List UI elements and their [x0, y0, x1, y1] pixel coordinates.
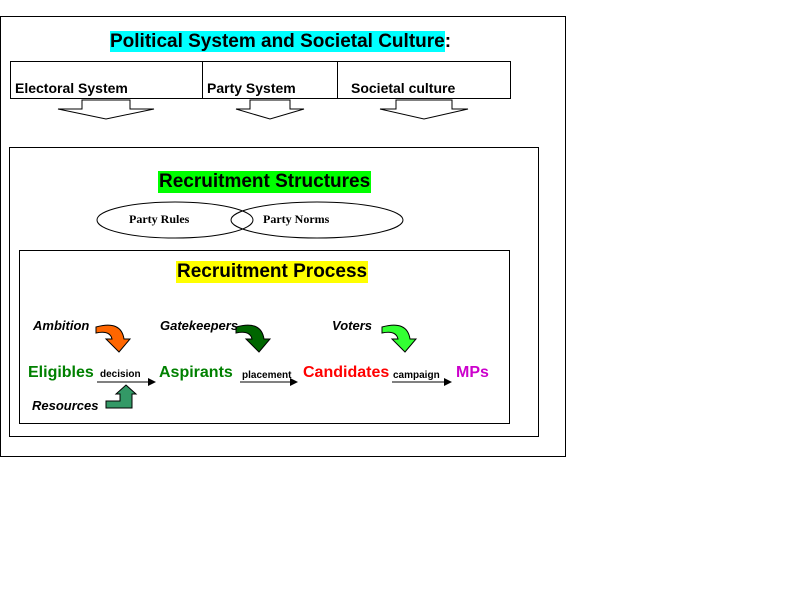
party-norms-label: Party Norms [263, 212, 330, 226]
structures-title: Recruitment Structures [158, 171, 372, 193]
electoral-system-label: Electoral System [15, 80, 128, 96]
societal-culture-box: Societal culture [337, 61, 511, 99]
decision-arrowhead [148, 378, 156, 386]
societal-culture-label: Societal culture [351, 80, 456, 96]
gatekeepers-curved-arrow [235, 324, 272, 353]
diagram-title: Political System and Societal Culture: [110, 31, 451, 53]
party-system-label: Party System [207, 80, 296, 96]
voters-label: Voters [332, 318, 372, 333]
placement-label: placement [242, 370, 292, 381]
culture-down-arrow [379, 99, 469, 120]
candidates-stage: Candidates [303, 364, 390, 381]
outer-frame [0, 16, 566, 457]
ambition-curved-arrow [95, 324, 132, 353]
voters-curved-arrow [381, 324, 418, 353]
resources-label: Resources [32, 398, 99, 413]
campaign-label: campaign [393, 370, 440, 381]
gatekeepers-label: Gatekeepers [160, 318, 239, 333]
electoral-down-arrow [57, 99, 155, 120]
aspirants-stage: Aspirants [159, 364, 233, 381]
party-rules-label: Party Rules [129, 212, 190, 226]
title-highlight: Political System and Societal Culture [110, 31, 445, 52]
placement-arrowhead [290, 378, 298, 386]
campaign-arrowhead [444, 378, 452, 386]
process-frame [19, 250, 510, 424]
party-rules-ellipse [96, 201, 254, 239]
process-title: Recruitment Process [176, 261, 369, 283]
title-suffix: : [444, 31, 452, 52]
party-norms-ellipse [230, 201, 404, 239]
structures-frame [9, 147, 539, 437]
resources-bent-arrow [105, 384, 138, 409]
decision-label: decision [100, 369, 141, 380]
ambition-label: Ambition [33, 318, 90, 333]
party-down-arrow [235, 99, 305, 120]
mps-stage: MPs [456, 364, 489, 381]
eligibles-stage: Eligibles [28, 364, 94, 381]
